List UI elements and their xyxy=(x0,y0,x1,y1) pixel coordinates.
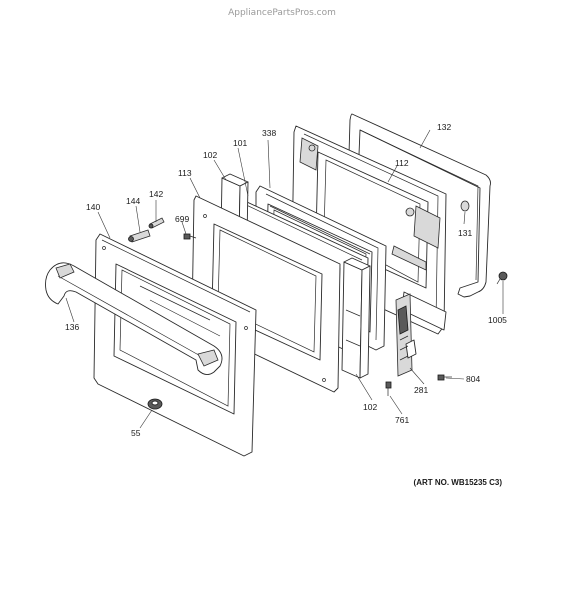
callout-55: 55 xyxy=(131,428,141,438)
callout-132: 132 xyxy=(437,122,451,132)
callout-131: 131 xyxy=(458,228,472,238)
part-804-screw xyxy=(437,374,452,381)
callout-102-bottom: 102 xyxy=(363,402,377,412)
part-136-door-handle xyxy=(45,262,223,375)
callout-281: 281 xyxy=(414,385,428,395)
callout-761: 761 xyxy=(395,415,409,425)
callout-804: 804 xyxy=(466,374,480,384)
watermark: AppliancePartsPros.com xyxy=(228,8,336,18)
callout-338: 338 xyxy=(262,128,276,138)
leader-lines xyxy=(65,129,504,429)
callout-1005: 1005 xyxy=(488,315,507,325)
part-55-bumper xyxy=(147,398,163,410)
art-number: (ART NO. WB15235 C3) xyxy=(414,478,503,487)
callout-144: 144 xyxy=(126,196,140,206)
callout-113: 113 xyxy=(178,168,192,178)
callout-140: 140 xyxy=(86,202,100,212)
part-131-clip xyxy=(460,200,470,212)
part-699-screw xyxy=(183,233,197,240)
callout-101: 101 xyxy=(233,138,247,148)
callout-699: 699 xyxy=(175,214,189,224)
part-144-hinge-pin xyxy=(128,229,151,243)
callout-102-top: 102 xyxy=(203,150,217,160)
part-281-hinge xyxy=(395,293,417,377)
part-1005-screw xyxy=(496,271,508,285)
part-761-screw xyxy=(385,381,392,396)
callout-136: 136 xyxy=(65,322,79,332)
part-113-door-frame xyxy=(191,195,341,393)
callout-142: 142 xyxy=(149,189,163,199)
part-102-insulation-bottom xyxy=(341,257,371,379)
callout-112: 112 xyxy=(395,158,409,168)
callout-labels: 132 338 101 102 113 112 142 144 140 699 … xyxy=(65,122,507,438)
part-142-hinge-pin xyxy=(148,217,165,229)
